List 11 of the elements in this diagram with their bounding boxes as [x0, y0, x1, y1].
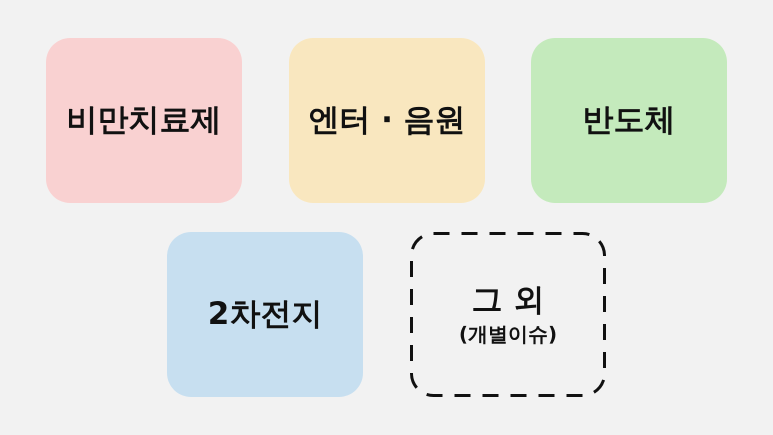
category-box — [167, 232, 363, 397]
dashed-box — [410, 232, 606, 397]
category-box — [531, 38, 727, 203]
category-label: 2차전지 — [208, 296, 322, 332]
category-label: 반도체 — [582, 102, 676, 138]
category-box — [289, 38, 485, 203]
category-note: (개별이슈) — [458, 322, 558, 346]
category-box — [46, 38, 242, 203]
category-label: 그 외 — [472, 282, 544, 318]
category-label: 비만치료제 — [66, 102, 222, 138]
category-label: 엔터 · 음원 — [308, 102, 466, 138]
